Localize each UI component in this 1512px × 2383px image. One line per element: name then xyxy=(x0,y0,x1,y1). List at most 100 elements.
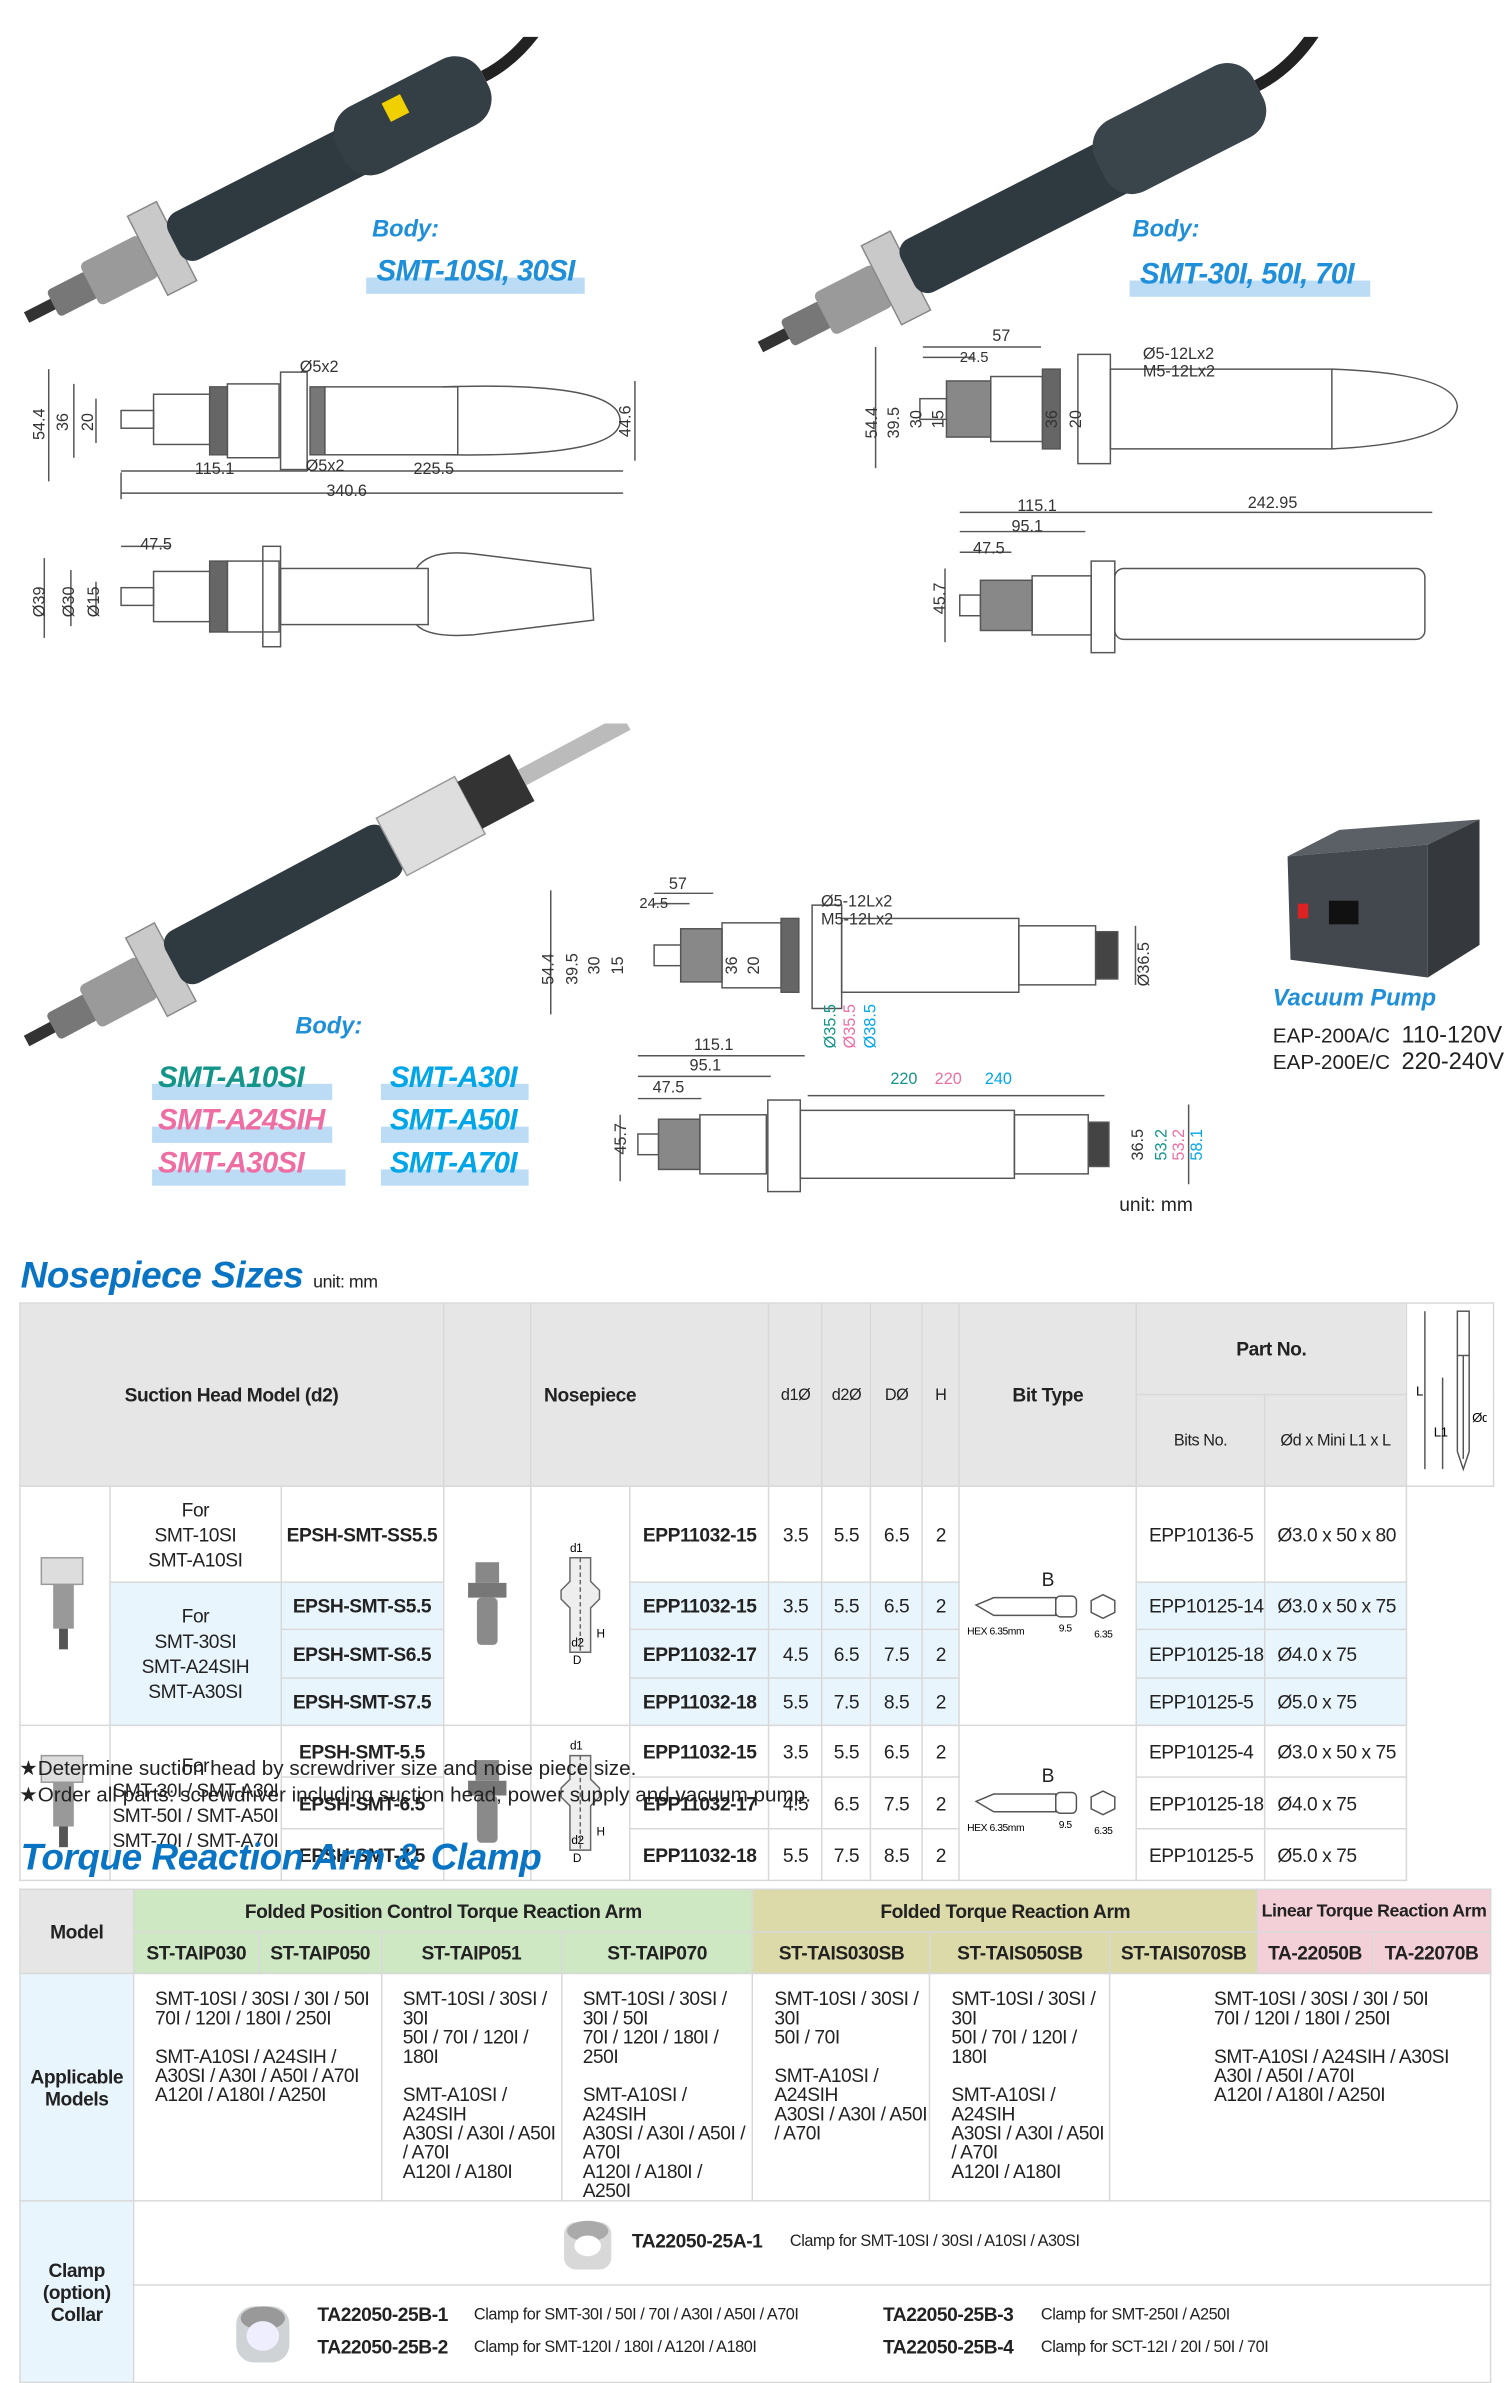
clamp-code: TA22050-25B-4 xyxy=(882,2335,1014,2359)
dim-d1: 5.5 xyxy=(768,1827,823,1882)
header-part-no: Part No. xyxy=(1135,1302,1408,1396)
applicable-model-line xyxy=(155,2027,381,2046)
dim-length-pink: 220 xyxy=(934,1070,962,1089)
header-bit-type: Bit Type xyxy=(958,1302,1138,1487)
label-H: H xyxy=(597,1627,605,1641)
nosepiece-part-no: EPP11032-15 xyxy=(629,1485,770,1583)
dim-height: 39.5 xyxy=(885,406,904,439)
dim-length: 115.1 xyxy=(693,1036,734,1055)
label-D: D xyxy=(574,1653,582,1667)
dim-height: 36.5 xyxy=(1129,1128,1148,1161)
for-model-line: SMT-30I / SMT-A30I xyxy=(112,1779,279,1802)
dim-d2: 5.5 xyxy=(821,1724,872,1778)
model-code: ST-TAIP051 xyxy=(380,1931,563,1975)
suction-head-model: EPSH-SMT-S7.5 xyxy=(280,1677,444,1727)
group-folded: Folded Torque Reaction Arm xyxy=(752,1888,1259,1933)
dimension-drawing-side-view-1 xyxy=(43,545,595,648)
applicable-model-line: A120I / A180I / A250I xyxy=(1214,2083,1386,2106)
dim-height: 20 xyxy=(79,413,98,432)
clamp-b-photo xyxy=(236,2306,290,2363)
nosepiece-part-no: EPP11032-18 xyxy=(629,1677,770,1727)
dim-length-a: 115.1 xyxy=(194,460,235,479)
for-model-line: For xyxy=(181,1497,210,1521)
applicable-model-line: A30SI / A30I / A50I / A70I xyxy=(402,2121,556,2164)
dim-height: 45.7 xyxy=(931,582,950,615)
nosepiece-table: Suction Head Model (d2) Nosepiece d1Ø d2… xyxy=(19,1302,1495,1882)
dim-length-sky: 240 xyxy=(984,1070,1012,1089)
dim-H: 2 xyxy=(921,1776,960,1830)
dim-height: 36 xyxy=(1043,410,1062,429)
bit-dims: Ø3.0 x 50 x 75 xyxy=(1264,1581,1408,1631)
header-H: H xyxy=(921,1302,960,1487)
dim-hole: Ø5-12Lx2 xyxy=(820,893,893,912)
dim-length: 242.95 xyxy=(1247,494,1298,513)
clamp-desc: Clamp for SMT-120I / 180I / A120I / A180… xyxy=(473,2338,757,2357)
clamp-b-cell: TA22050-25B-1 Clamp for SMT-30I / 50I / … xyxy=(132,2284,1492,2383)
bits-no: EPP10125-18 xyxy=(1135,1776,1266,1830)
unit-label: unit: mm xyxy=(313,1271,378,1292)
dim-length: 47.5 xyxy=(140,535,172,554)
note: ★Determine suction head by screwdriver s… xyxy=(19,1755,637,1780)
dim-hole-bottom: Ø5x2 xyxy=(305,457,345,476)
clamp-desc: Clamp for SMT-30I / 50I / 70I / A30I / A… xyxy=(473,2306,799,2325)
model-code: TA-22070B xyxy=(1371,1931,1492,1975)
applicable-model-line xyxy=(774,2047,929,2066)
nosepiece-photo xyxy=(468,1759,507,1843)
dim-D: 7.5 xyxy=(870,1776,924,1830)
clamp-label: Clamp(option)Collar xyxy=(19,2200,135,2383)
for-model-line: SMT-10SI xyxy=(154,1523,237,1546)
section-title-text: Nosepiece Sizes xyxy=(20,1255,304,1297)
for-model-line: SMT-70I / SMT-A70I xyxy=(112,1829,279,1852)
bit-dims: Ø3.0 x 50 x 80 xyxy=(1264,1485,1408,1583)
dim-d2: 7.5 xyxy=(821,1677,872,1727)
model-code: ST-TAIS050SB xyxy=(929,1931,1111,1975)
dim-d1: 3.5 xyxy=(768,1485,823,1583)
label-d1: d1 xyxy=(571,1541,583,1555)
dimension-drawing-side-view-2 xyxy=(944,511,1433,654)
dim-D: 8.5 xyxy=(870,1677,924,1727)
dim-height: 30 xyxy=(908,410,926,429)
pump-voltage: 110-120V xyxy=(1401,1023,1503,1049)
applicable-model-line: A30I / A50I / A70I xyxy=(1214,2064,1355,2087)
applicable-model-line: 70I / 120I / 180I / 250I xyxy=(154,2006,332,2029)
label-line: Applicable xyxy=(30,2064,124,2088)
dim-d2: 6.5 xyxy=(821,1776,872,1830)
applicable-model-line xyxy=(583,2066,753,2085)
dim-length-total: 340.6 xyxy=(326,482,367,501)
bit-dims: Ø5.0 x 75 xyxy=(1264,1677,1408,1727)
dim-d1: 4.5 xyxy=(768,1628,823,1679)
label-L: L xyxy=(1416,1383,1423,1398)
body-model-smt-10si-30si: SMT-10SI, 30SI xyxy=(376,255,576,288)
for-model-line: For xyxy=(181,1605,210,1628)
dimension-drawing-top-view-2 xyxy=(874,346,1459,469)
dim-H: 2 xyxy=(921,1677,960,1727)
applicable-model-line: 70I / 120I / 180I / 250I xyxy=(582,2025,719,2068)
dim-length-teal: 220 xyxy=(890,1070,918,1089)
dim-height: 20 xyxy=(1067,410,1086,429)
nosepiece-part-no: EPP11032-15 xyxy=(629,1581,770,1631)
label-H: H xyxy=(597,1824,605,1838)
applicable-model-line: SMT-A10SI / A24SIH xyxy=(951,2083,1056,2125)
dim-height: 45.7 xyxy=(612,1123,631,1155)
dim-D: 8.5 xyxy=(870,1827,924,1882)
vacuum-pump-title: Vacuum Pump xyxy=(1272,986,1437,1012)
dim-length: 47.5 xyxy=(652,1079,685,1098)
screwdriver-photo-smt-10si xyxy=(23,36,555,323)
applicable-model-line: SMT-A10SI / A24SIH xyxy=(582,2083,687,2125)
bit-dims: Ø5.0 x 75 xyxy=(1264,1827,1408,1882)
vacuum-pump-model: EAP-200E/C 220-240V xyxy=(1273,1050,1504,1077)
model-code: ST-TAIP050 xyxy=(258,1931,383,1975)
body-model: SMT-A24SIH xyxy=(157,1104,325,1137)
dim-length: 24.5 xyxy=(639,896,669,913)
bit-size-label: 6.35 xyxy=(1094,1826,1113,1837)
catalog-page: Body: SMT-10SI, 30SI Body: SMT-30I, 50I,… xyxy=(19,36,1504,2383)
dim-length-b: 225.5 xyxy=(413,460,455,479)
vacuum-pump-model: EAP-200A/C 110-120V xyxy=(1273,1023,1502,1050)
dim-diameter: Ø15 xyxy=(85,586,104,618)
group-linear: Linear Torque Reaction Arm xyxy=(1256,1888,1492,1933)
